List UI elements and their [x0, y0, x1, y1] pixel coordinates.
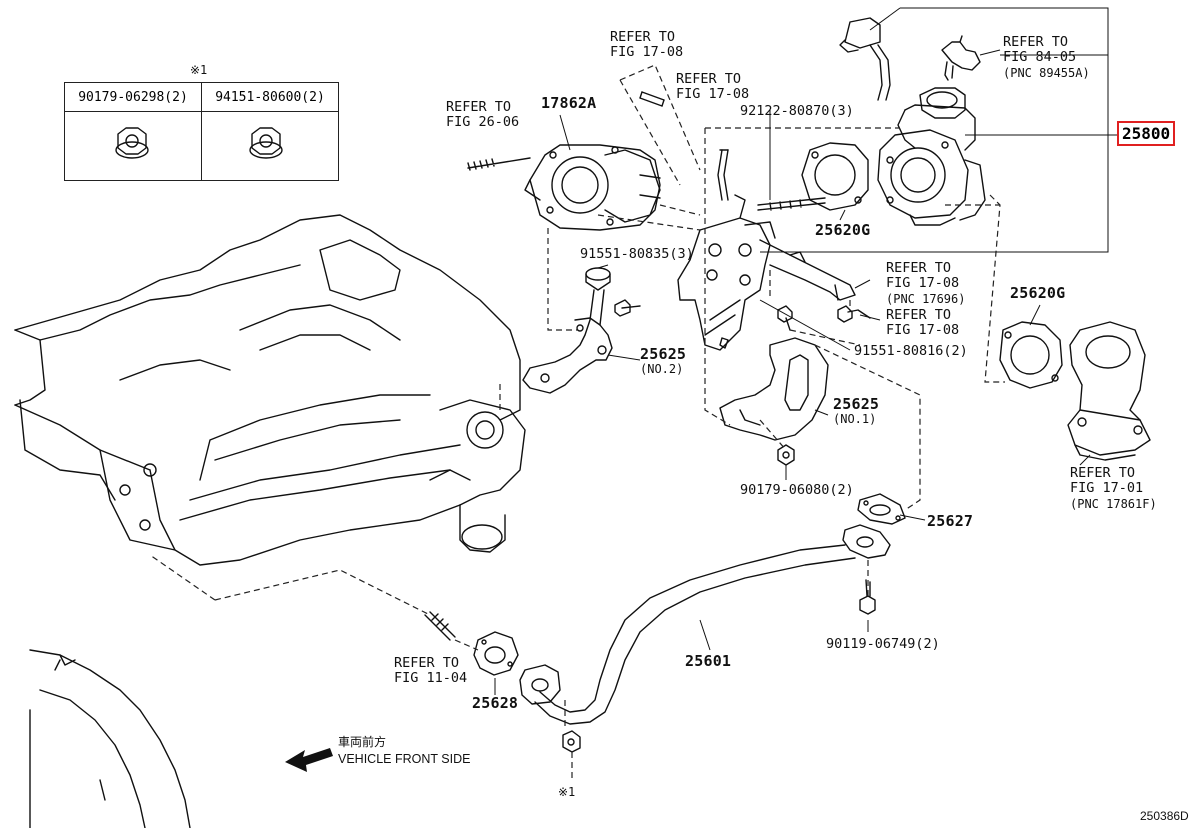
ref-line: (PNC 89455A)	[1003, 66, 1090, 80]
part-25620g-upper[interactable]: 25620G	[815, 221, 871, 239]
part-25627[interactable]: 25627	[927, 512, 974, 530]
egr-cooler-outlet	[1067, 321, 1151, 461]
stay-25625-no1	[719, 337, 829, 441]
nut-note-1	[562, 730, 581, 753]
note-mark-bottom: ※1	[558, 785, 576, 799]
part-91551-b[interactable]: 91551-80816(2)	[854, 343, 968, 359]
ref-11-04[interactable]: REFER TO FIG 11-04	[394, 656, 467, 686]
front-arrow-icon	[285, 748, 333, 772]
ref-line: REFER TO	[676, 71, 742, 87]
studs-92122	[757, 197, 826, 211]
hose-17-08	[639, 91, 729, 201]
legend-image-b	[201, 111, 339, 181]
ref-line: REFER TO	[610, 29, 676, 45]
ref-line: REFER TO	[886, 307, 952, 323]
bolt-91551-b2	[837, 305, 853, 323]
part-17862a[interactable]: 17862A	[541, 94, 597, 112]
throttle-body	[524, 144, 661, 231]
ref-26-06[interactable]: REFER TO FIG 26-06	[446, 100, 519, 130]
engine-block	[14, 214, 526, 566]
ref-line: FIG 17-08	[676, 86, 750, 102]
ref-line: REFER TO	[394, 655, 460, 671]
ref-line: FIG 17-08	[886, 322, 960, 338]
part-90179[interactable]: 90179-06080(2)	[740, 482, 854, 498]
ref-line: REFER TO	[1003, 34, 1069, 50]
legend-part-b[interactable]: 94151-80600(2)	[201, 82, 339, 112]
legend-image-a	[64, 111, 202, 181]
legend-table: 90179-06298(2) 94151-80600(2)	[64, 82, 339, 181]
part-25628[interactable]: 25628	[472, 694, 519, 712]
part-91551-a[interactable]: 91551-80835(3)	[580, 246, 694, 262]
part-25625-no1[interactable]: 25625	[833, 395, 880, 413]
part-92122[interactable]: 92122-80870(3)	[740, 103, 854, 119]
ref-line: FIG 84-05	[1003, 49, 1077, 65]
part-25625-no2-sub: (NO.2)	[640, 362, 684, 376]
ref-line: FIG 26-06	[446, 114, 520, 130]
ref-17-08-top[interactable]: REFER TO FIG 17-08	[610, 30, 683, 60]
part-25800-highlight[interactable]: 25800	[1117, 121, 1176, 146]
gasket-25620g-lower	[999, 321, 1063, 389]
ref-line: FIG 17-08	[610, 44, 684, 60]
front-label-en: VEHICLE FRONT SIDE	[338, 752, 471, 766]
ref-line: (PNC 17696)	[886, 292, 966, 306]
gasket-25628	[473, 631, 519, 676]
ref-line: FIG 17-01	[1070, 480, 1144, 496]
ref-line: REFER TO	[886, 260, 952, 276]
ref-84-05[interactable]: REFER TO FIG 84-05 (PNC 89455A)	[1003, 35, 1090, 81]
stud-26-06	[467, 157, 531, 171]
front-label-jp: 車両前方	[338, 735, 387, 749]
legend-part-a[interactable]: 90179-06298(2)	[64, 82, 202, 112]
bolt-91551-b1	[777, 305, 793, 331]
egr-valve	[877, 87, 986, 226]
gasket-25620g-upper	[801, 142, 869, 211]
egr-pipe-25601	[519, 524, 891, 725]
sensor-84-05	[941, 35, 981, 81]
part-25601[interactable]: 25601	[685, 652, 732, 670]
ref-17-08-mid[interactable]: REFER TO FIG 17-08	[676, 72, 749, 102]
ref-line: REFER TO	[446, 99, 512, 115]
ref-17-08-b[interactable]: REFER TO FIG 17-08	[886, 308, 959, 338]
ref-line: (PNC 17861F)	[1070, 497, 1157, 511]
bolt-91551-a	[614, 299, 641, 317]
dashed-leaders	[149, 64, 1005, 780]
flywheel-housing	[29, 649, 191, 828]
vsv-top	[839, 17, 891, 101]
part-25620g-lower[interactable]: 25620G	[1010, 284, 1066, 302]
egr-bracket-assembly	[677, 194, 856, 351]
ref-17-01[interactable]: REFER TO FIG 17-01 (PNC 17861F)	[1070, 466, 1157, 512]
part-25625-no2[interactable]: 25625	[640, 345, 687, 363]
leader-lines	[494, 7, 1117, 695]
nut-90179	[777, 444, 795, 466]
ref-line: REFER TO	[1070, 465, 1136, 481]
figure-code: 250386D	[1140, 809, 1189, 823]
ref-17-08-a[interactable]: REFER TO FIG 17-08 (PNC 17696)	[886, 261, 965, 307]
stud-11-04	[424, 611, 456, 641]
ref-line: FIG 11-04	[394, 670, 468, 686]
part-25625-no1-sub: (NO.1)	[833, 412, 877, 426]
gasket-25627	[857, 493, 906, 525]
part-90119[interactable]: 90119-06749(2)	[826, 636, 940, 652]
legend-note-mark: ※1	[190, 63, 208, 77]
ref-line: FIG 17-08	[886, 275, 960, 291]
bolt-17-08-b	[847, 309, 871, 319]
